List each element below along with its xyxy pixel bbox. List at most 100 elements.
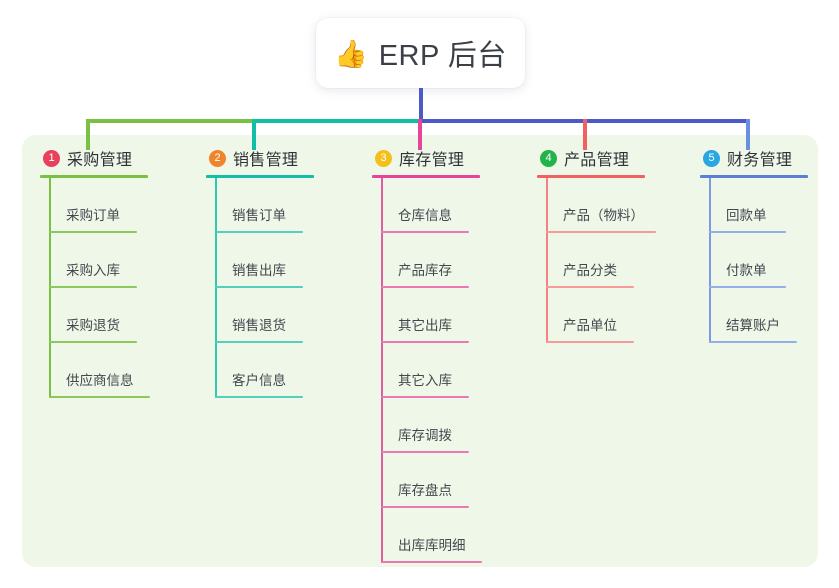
- branch-column-5: 5 财务管理 回款单 付款单 结算账户: [700, 146, 839, 343]
- item-label: 采购入库: [66, 263, 120, 278]
- list-item[interactable]: 产品单位: [537, 288, 702, 343]
- item-label: 库存盘点: [398, 483, 452, 498]
- item-label: 产品分类: [563, 263, 617, 278]
- branch-title-2: 销售管理: [233, 152, 299, 169]
- branch-rule-3: [372, 175, 480, 178]
- item-label: 产品单位: [563, 318, 617, 333]
- branch-rule-5: [700, 175, 808, 178]
- item-label: 供应商信息: [66, 373, 134, 388]
- branch-spine-3: [381, 178, 383, 563]
- branch-spine-1: [49, 178, 51, 398]
- item-rule: [709, 341, 797, 343]
- branch-items-2: 销售订单 销售出库 销售退货 客户信息: [206, 178, 356, 398]
- list-item[interactable]: 采购订单: [40, 178, 190, 233]
- branch-number-badge-5: 5: [703, 149, 720, 167]
- thumbs-up-emoji: 👍: [334, 38, 368, 69]
- item-rule: [49, 396, 150, 398]
- list-item[interactable]: 产品分类: [537, 233, 702, 288]
- branch-title-1: 采购管理: [67, 152, 133, 169]
- trunk-segment-teal: [252, 119, 420, 123]
- branch-column-3: 3 库存管理 仓库信息 产品库存 其它出库 其它入库 库存调拨: [372, 146, 532, 563]
- item-label: 产品库存: [398, 263, 452, 278]
- item-rule: [381, 231, 469, 233]
- list-item[interactable]: 客户信息: [206, 343, 356, 398]
- branch-rule-2: [206, 175, 314, 178]
- item-label: 其它入库: [398, 373, 452, 388]
- list-item[interactable]: 库存盘点: [372, 453, 532, 508]
- item-label: 产品（物料）: [563, 208, 644, 223]
- item-label: 采购退货: [66, 318, 120, 333]
- item-rule: [546, 286, 634, 288]
- branch-title-5: 财务管理: [727, 152, 793, 169]
- item-label: 出库库明细: [398, 538, 466, 553]
- item-label: 采购订单: [66, 208, 120, 223]
- item-label: 其它出库: [398, 318, 452, 333]
- item-rule: [49, 231, 137, 233]
- list-item[interactable]: 产品（物料）: [537, 178, 702, 233]
- branch-number-badge-4: 4: [540, 149, 557, 167]
- branch-rule-1: [40, 175, 148, 178]
- item-label: 客户信息: [232, 373, 286, 388]
- list-item[interactable]: 销售订单: [206, 178, 356, 233]
- item-label: 销售订单: [232, 208, 286, 223]
- branch-spine-4: [546, 178, 548, 343]
- item-rule: [381, 506, 469, 508]
- branch-column-1: 1 采购管理 采购订单 采购入库 采购退货 供应商信息: [40, 146, 190, 398]
- item-rule: [709, 231, 786, 233]
- branch-rule-4: [537, 175, 645, 178]
- list-item[interactable]: 销售出库: [206, 233, 356, 288]
- list-item[interactable]: 结算账户: [700, 288, 839, 343]
- item-rule: [215, 231, 303, 233]
- branch-drop-3: [418, 119, 422, 150]
- branch-drop-1: [86, 119, 90, 150]
- item-rule: [49, 341, 137, 343]
- branch-header-4[interactable]: 4 产品管理: [537, 146, 702, 170]
- list-item[interactable]: 其它出库: [372, 288, 532, 343]
- branch-items-1: 采购订单 采购入库 采购退货 供应商信息: [40, 178, 190, 398]
- item-label: 销售退货: [232, 318, 286, 333]
- branch-number-badge-2: 2: [209, 149, 226, 167]
- item-label: 回款单: [726, 208, 767, 223]
- list-item[interactable]: 回款单: [700, 178, 839, 233]
- root-node-label: ERP 后台: [378, 40, 507, 72]
- item-label: 库存调拨: [398, 428, 452, 443]
- branch-drop-4: [583, 119, 587, 150]
- item-label: 销售出库: [232, 263, 286, 278]
- item-label: 仓库信息: [398, 208, 452, 223]
- root-node-card[interactable]: 👍 ERP 后台: [316, 18, 525, 88]
- branch-number-badge-1: 1: [43, 149, 60, 167]
- item-label: 结算账户: [726, 318, 780, 333]
- root-node-content: 👍 ERP 后台: [334, 32, 507, 74]
- branch-number-badge-3: 3: [375, 149, 392, 167]
- list-item[interactable]: 其它入库: [372, 343, 532, 398]
- branch-column-4: 4 产品管理 产品（物料） 产品分类 产品单位: [537, 146, 702, 343]
- list-item[interactable]: 供应商信息: [40, 343, 190, 398]
- item-rule: [215, 396, 303, 398]
- list-item[interactable]: 付款单: [700, 233, 839, 288]
- branch-header-2[interactable]: 2 销售管理: [206, 146, 356, 170]
- item-rule: [215, 286, 303, 288]
- item-rule: [381, 286, 469, 288]
- item-rule: [381, 341, 469, 343]
- branch-header-3[interactable]: 3 库存管理: [372, 146, 532, 170]
- branch-spine-5: [709, 178, 711, 343]
- branch-spine-2: [215, 178, 217, 398]
- diagram-board: [22, 135, 818, 567]
- list-item[interactable]: 销售退货: [206, 288, 356, 343]
- item-rule: [381, 396, 469, 398]
- branch-header-5[interactable]: 5 财务管理: [700, 146, 839, 170]
- branch-header-1[interactable]: 1 采购管理: [40, 146, 190, 170]
- list-item[interactable]: 库存调拨: [372, 398, 532, 453]
- item-rule: [709, 286, 786, 288]
- list-item[interactable]: 采购退货: [40, 288, 190, 343]
- branch-drop-5: [746, 119, 750, 150]
- item-label: 付款单: [726, 263, 767, 278]
- branch-title-4: 产品管理: [564, 152, 630, 169]
- list-item[interactable]: 采购入库: [40, 233, 190, 288]
- branch-column-2: 2 销售管理 销售订单 销售出库 销售退货 客户信息: [206, 146, 356, 398]
- list-item[interactable]: 出库库明细: [372, 508, 532, 563]
- list-item[interactable]: 仓库信息: [372, 178, 532, 233]
- list-item[interactable]: 产品库存: [372, 233, 532, 288]
- root-stem-line: [419, 88, 423, 121]
